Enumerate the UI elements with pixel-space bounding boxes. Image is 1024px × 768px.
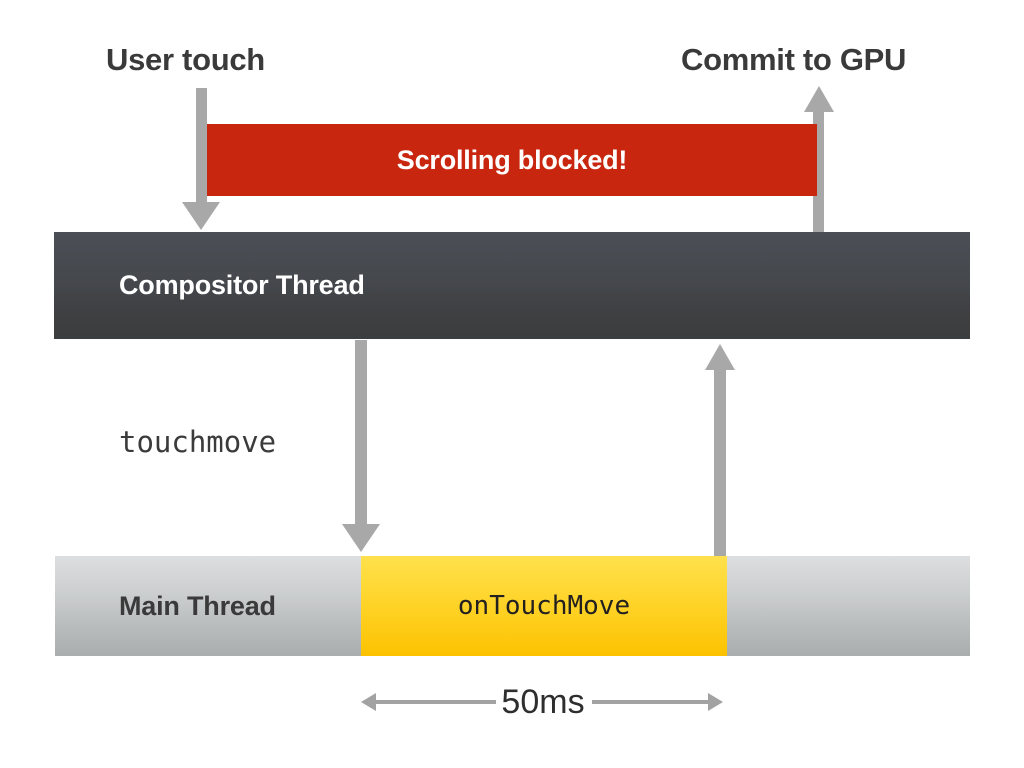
arrow-head-up-icon (804, 86, 834, 112)
scrolling-blocked-bar: Scrolling blocked! (207, 124, 817, 196)
duration-measure: 50ms (360, 676, 726, 732)
measure-line-right (592, 700, 708, 704)
duration-label: 50ms (501, 683, 585, 721)
arrow-head-up-icon (705, 344, 735, 370)
arrow-head-down-icon (182, 202, 220, 230)
commit-to-gpu-label: Commit to GPU (681, 42, 907, 77)
measure-arrow-right-icon (708, 693, 723, 711)
arrow-shaft (714, 368, 726, 556)
measure-arrow-left-icon (361, 693, 376, 711)
compositor-thread-label: Compositor Thread (119, 270, 365, 300)
touchmove-event-label: touchmove (119, 425, 277, 459)
arrow-head-down-icon (342, 524, 380, 552)
compositor-thread-bar: Compositor Thread (54, 232, 970, 339)
main-thread-label: Main Thread (119, 590, 276, 621)
arrow-shaft (813, 110, 824, 232)
scrolling-blocked-label: Scrolling blocked! (396, 144, 628, 175)
arrow-shaft (355, 340, 367, 528)
ontouchmove-label: onTouchMove (457, 591, 631, 621)
user-touch-label: User touch (106, 42, 265, 77)
arrow-shaft (196, 88, 207, 204)
measure-line-left (376, 700, 496, 704)
ontouchmove-task-block: onTouchMove (361, 556, 727, 656)
